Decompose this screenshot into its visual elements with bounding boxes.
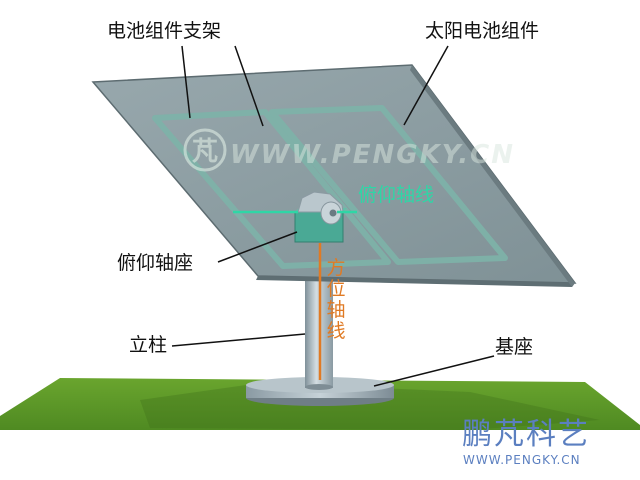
label-azimuth-char: 位 (326, 278, 346, 300)
leader-base (373, 355, 495, 387)
label-bracket: 电池组件支架 (107, 20, 222, 42)
pillar-foot (305, 384, 333, 390)
label-elevation-seat: 俯仰轴座 (117, 252, 194, 274)
label-azimuth-char: 线 (326, 320, 346, 342)
bracket-frame-left (152, 109, 391, 269)
watermark-logo (183, 128, 227, 172)
watermark-logo-glyph: 芃 (192, 137, 218, 167)
leader-bracket-2 (234, 45, 264, 127)
solar-panel (91, 64, 577, 284)
brand-url: WWW.PENGKY.CN (463, 453, 581, 467)
label-elevation-axis: 俯仰轴线 (358, 184, 435, 206)
panel-right-edge (410, 65, 575, 287)
watermark-text: WWW.PENGKY.CN (230, 140, 515, 170)
label-module: 太阳电池组件 (425, 20, 540, 42)
label-azimuth-char: 方 (326, 257, 346, 279)
elevation-pin (329, 209, 337, 217)
leader-seat (217, 231, 298, 263)
label-azimuth-axis: 方 位 轴 线 (325, 258, 347, 342)
label-base: 基座 (495, 336, 534, 358)
label-pillar: 立柱 (129, 334, 168, 356)
panel-bottom-edge (256, 276, 575, 287)
leader-module (403, 45, 449, 126)
label-azimuth-char: 轴 (326, 299, 346, 321)
leader-pillar (171, 333, 306, 347)
leader-bracket-1 (181, 45, 191, 119)
brand-name: 鹏芃科艺 (462, 417, 590, 452)
